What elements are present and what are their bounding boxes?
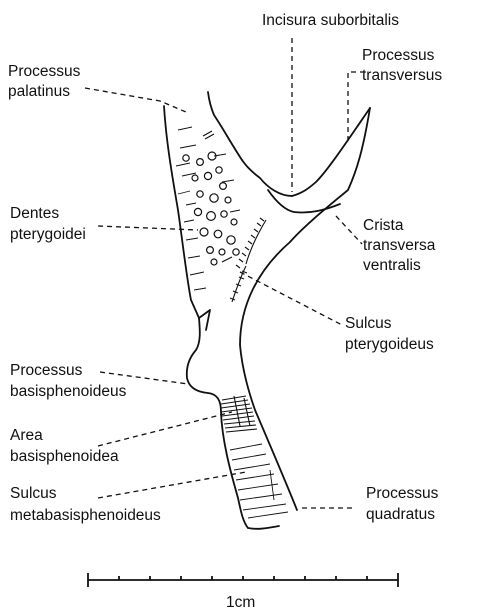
label-processus-quadratus: Processus quadratus (366, 485, 443, 523)
label-sulcus-pterygoideus: Sulcus pterygoideus (345, 315, 434, 353)
leader-lines (85, 38, 365, 508)
label-incisura-suborbitalis: Incisura suborbitalis (262, 12, 399, 29)
label-processus-palatinus: Processus palatinus (8, 63, 85, 100)
label-dentes-pterygoidei: Dentes pterygoidei (10, 205, 86, 243)
crista-ridge (236, 218, 266, 268)
label-sulcus-metabasisphenoideus: Sulcus metabasisphenoideus (10, 485, 161, 524)
leader-sulcus-metabasisphenoideus (98, 472, 246, 498)
dentes-pterygoidei (183, 131, 239, 265)
bone-outline (164, 92, 370, 529)
sulcus-metabasisphenoideus-hatching (230, 444, 288, 518)
label-area-basisphenoidea: Area basisphenoidea (10, 427, 119, 465)
leader-processus-palatinus (85, 88, 186, 112)
label-processus-transversus: Processus transversus (362, 47, 442, 84)
sulcus-pterygoideus-ridge (230, 266, 247, 302)
scale-bar: 1cm (88, 573, 398, 611)
label-crista-transversa-ventralis: Crista transversa ventralis (363, 217, 440, 274)
leader-crista-transversa (336, 216, 362, 244)
leader-sulcus-pterygoideus (240, 272, 342, 325)
scale-bar-label: 1cm (226, 594, 255, 611)
leader-dentes-pterygoidei (98, 226, 198, 230)
leader-area-basisphenoidea (98, 412, 232, 446)
label-processus-basisphenoideus: Processus basisphenoideus (10, 362, 127, 400)
